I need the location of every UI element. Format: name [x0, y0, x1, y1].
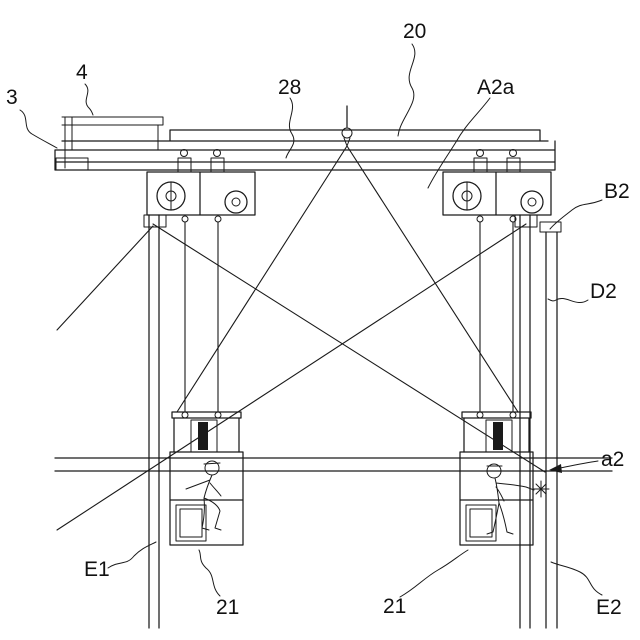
right-trolley-hoist — [442, 149, 552, 223]
right-hoist-motor — [493, 422, 503, 450]
floor-beam — [54, 457, 613, 472]
left-platform — [169, 411, 244, 546]
label-21-left: 21 — [216, 596, 239, 619]
leader-E2 — [550, 561, 603, 596]
label-D2: D2 — [590, 280, 617, 303]
leader-lines — [19, 43, 603, 598]
leader-21-right — [399, 549, 469, 598]
label-4: 4 — [76, 61, 88, 84]
label-20: 20 — [403, 20, 426, 43]
outer-right-column — [539, 221, 562, 629]
left-trolley-hoist — [146, 149, 256, 223]
label-B2: B2 — [604, 180, 630, 203]
leader-a2-arrowhead — [549, 464, 562, 473]
left-hoist-motor — [198, 422, 208, 450]
label-E1: E1 — [84, 558, 110, 581]
label-A2a: A2a — [477, 76, 515, 99]
leader-28 — [285, 97, 295, 159]
diagonal-cables — [56, 145, 546, 531]
left-end-bracket — [55, 116, 164, 171]
left-worker — [185, 460, 222, 531]
left-column — [143, 214, 167, 629]
right-worker — [486, 463, 535, 535]
leader-20 — [397, 43, 416, 137]
label-28: 28 — [278, 76, 301, 99]
leader-D2 — [547, 298, 589, 304]
lifting-hook — [341, 105, 353, 147]
leader-A2a — [427, 97, 491, 189]
right-platform — [459, 411, 534, 546]
reference-labels: 3 4 28 20 A2a B2 D2 a2 E1 21 21 E2 — [6, 20, 630, 619]
spray-starburst — [532, 480, 550, 498]
leader-3 — [19, 109, 58, 149]
leader-21-left — [198, 549, 221, 597]
label-3: 3 — [6, 86, 18, 109]
right-column — [514, 214, 538, 629]
label-a2: a2 — [601, 448, 624, 471]
leader-a2-arrow — [559, 460, 599, 469]
leader-E1 — [107, 541, 157, 569]
vertical-cables — [184, 221, 514, 413]
overhead-rail — [54, 129, 556, 171]
leader-B2 — [549, 199, 603, 230]
leader-4 — [84, 83, 94, 116]
label-E2: E2 — [596, 596, 622, 619]
label-21-right: 21 — [383, 595, 406, 618]
